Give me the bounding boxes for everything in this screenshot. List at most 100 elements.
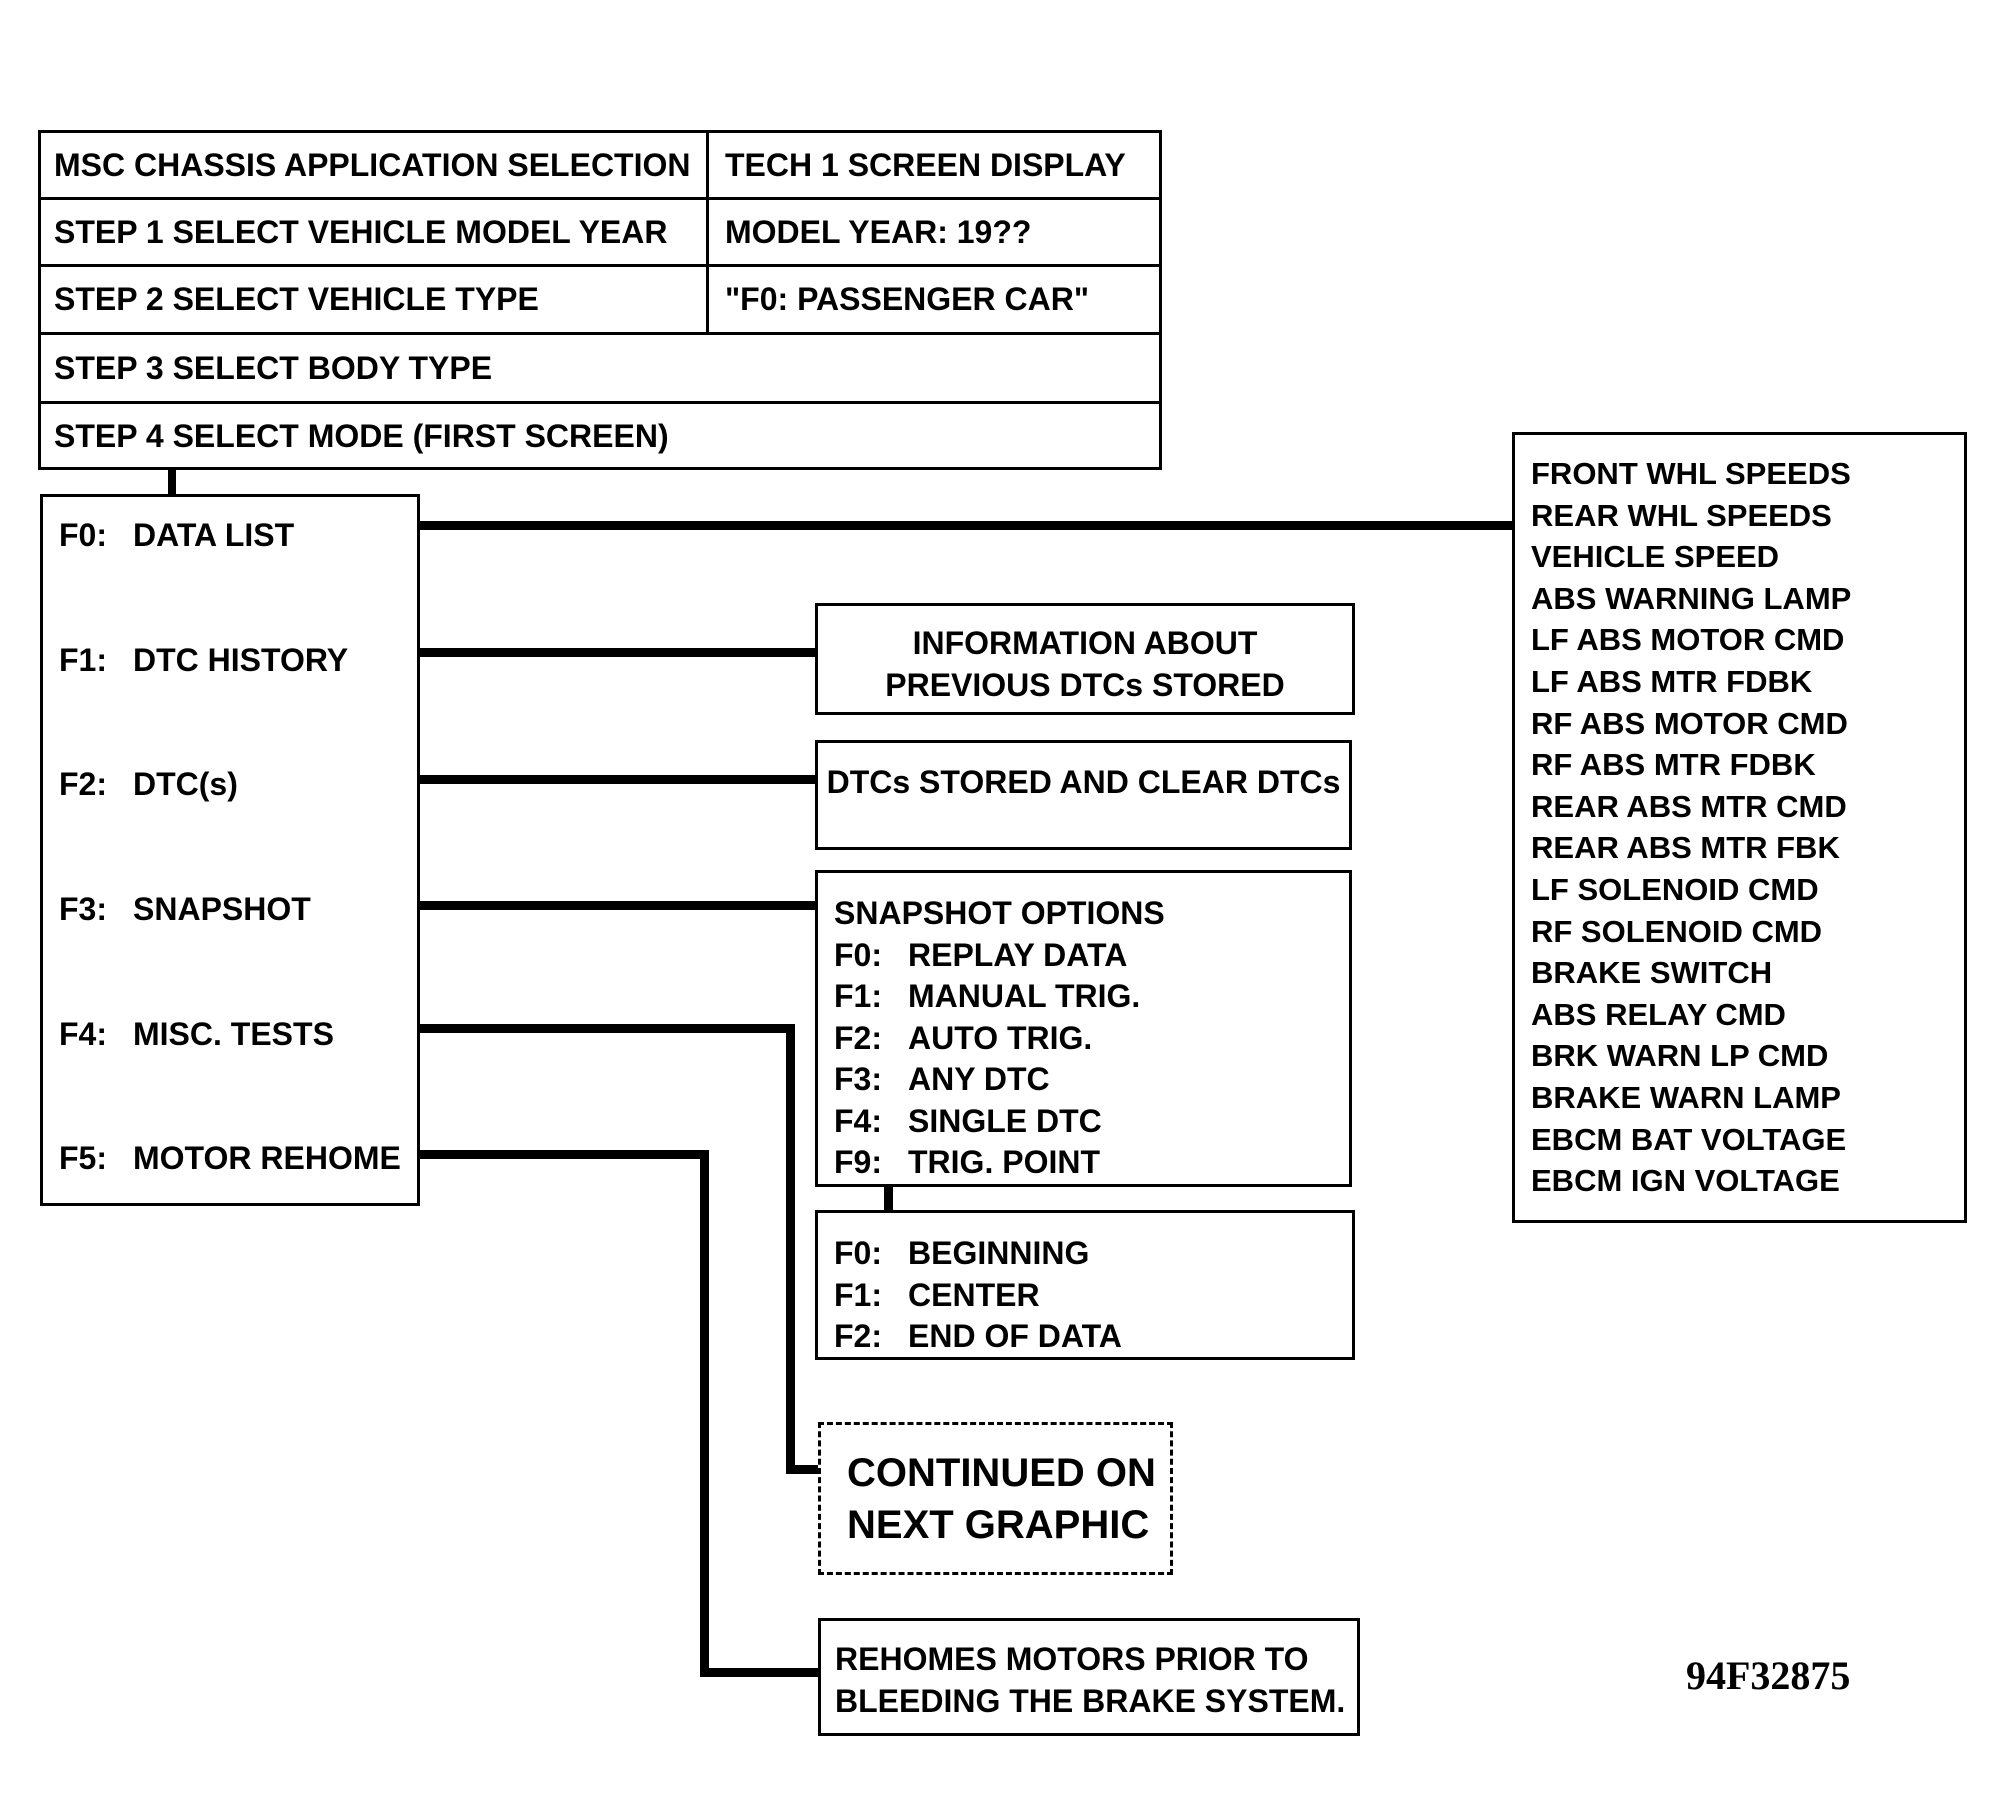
menu-label: DTC(s) xyxy=(133,766,238,802)
option-key: F1: xyxy=(834,978,882,1014)
header-table xyxy=(38,130,1162,470)
data-list-item: EBCM IGN VOLTAGE xyxy=(1531,1163,1840,1199)
option-label: BEGINNING xyxy=(908,1235,1090,1271)
header-divider-3 xyxy=(38,332,1162,335)
option-label: CENTER xyxy=(908,1276,1040,1313)
connector-rehome-h2 xyxy=(700,1668,818,1677)
rehome-info-line1: REHOMES MOTORS PRIOR TO xyxy=(835,1641,1309,1677)
snapshot-option: F3: ANY DTC xyxy=(834,1059,1349,1101)
menu-label: DTC HISTORY xyxy=(133,642,349,678)
dtc-history-info-line2: PREVIOUS DTCs STORED xyxy=(885,667,1285,703)
rehome-info-line2: BLEEDING THE BRAKE SYSTEM. xyxy=(835,1682,1346,1719)
connector-rehome-h1 xyxy=(420,1150,709,1159)
data-list-item: REAR WHL SPEEDS xyxy=(1531,497,1832,533)
trig-point-option: F2: END OF DATA xyxy=(834,1316,1352,1358)
data-list-item: RF ABS MTR FDBK xyxy=(1531,747,1816,783)
menu-key: F5: xyxy=(59,1140,107,1176)
option-label: END OF DATA xyxy=(908,1318,1122,1354)
header-divider-4 xyxy=(38,401,1162,404)
step1-label: STEP 1 SELECT VEHICLE MODEL YEAR xyxy=(54,213,668,250)
data-list-item: BRAKE WARN LAMP xyxy=(1531,1079,1841,1115)
connector-dtc-history xyxy=(420,648,815,657)
data-list-item: VEHICLE SPEED xyxy=(1531,539,1780,575)
connector-snapshot xyxy=(420,901,815,910)
data-list-item: REAR ABS MTR FBK xyxy=(1531,830,1840,866)
option-label: ANY DTC xyxy=(908,1061,1050,1097)
rehome-info-box: REHOMES MOTORS PRIOR TO BLEEDING THE BRA… xyxy=(818,1618,1360,1736)
dtc-history-info-line1: INFORMATION ABOUT xyxy=(912,625,1258,661)
menu-label: SNAPSHOT xyxy=(133,891,311,927)
snapshot-option: F9:TRIG. POINT xyxy=(834,1142,1349,1184)
menu-item-misc-tests: F4: MISC. TESTS xyxy=(59,1016,334,1053)
option-key: F1: xyxy=(834,1276,882,1313)
snapshot-option: F0: REPLAY DATA xyxy=(834,935,1349,977)
connector-misc-v xyxy=(786,1024,795,1474)
continued-line1: CONTINUED ON xyxy=(847,1451,1156,1495)
option-label: TRIG. POINT xyxy=(908,1144,1100,1180)
data-list-item: BRK WARN LP CMD xyxy=(1531,1038,1829,1074)
step4-label: STEP 4 SELECT MODE (FIRST SCREEN) xyxy=(54,417,669,454)
connector-header-menu xyxy=(168,468,176,496)
header-divider-2 xyxy=(38,264,1162,267)
figure-id: 94F32875 xyxy=(1686,1653,1851,1698)
data-list-item: LF ABS MTR FDBK xyxy=(1531,663,1813,699)
option-key: F2: xyxy=(834,1318,882,1354)
data-list-item: RF ABS MOTOR CMD xyxy=(1531,705,1848,741)
menu-item-motor-rehome: F5:MOTOR REHOME xyxy=(59,1140,401,1177)
connector-misc-h2 xyxy=(786,1465,818,1474)
option-label: MANUAL TRIG. xyxy=(908,978,1141,1014)
data-list-items: FRONT WHL SPEEDS REAR WHL SPEEDS VEHICLE S… xyxy=(1531,453,1964,1202)
trig-point-option: F1: CENTER xyxy=(834,1275,1352,1317)
snapshot-option: F2: AUTO TRIG. xyxy=(834,1018,1349,1060)
trig-point-option: F0: BEGINNING xyxy=(834,1233,1352,1275)
connector-dtcs xyxy=(420,775,815,784)
option-label: AUTO TRIG. xyxy=(908,1019,1093,1056)
connector-rehome-v xyxy=(700,1150,709,1677)
data-list-item: EBCM BAT VOLTAGE xyxy=(1531,1121,1847,1157)
header-title: MSC CHASSIS APPLICATION SELECTION xyxy=(54,146,691,183)
option-label: SINGLE DTC xyxy=(908,1102,1102,1139)
mode-menu: F0: DATA LIST F1:DTC HISTORY F2: DTC(s) F3… xyxy=(40,494,420,1206)
data-list-item: ABS RELAY CMD xyxy=(1531,996,1786,1032)
snapshot-option: F1: MANUAL TRIG. xyxy=(834,976,1349,1018)
data-list-item: LF SOLENOID CMD xyxy=(1531,871,1819,907)
continued-box: CONTINUED ON NEXT GRAPHIC xyxy=(818,1422,1173,1575)
header-display-title: TECH 1 SCREEN DISPLAY xyxy=(725,146,1126,183)
menu-key: F3: xyxy=(59,891,107,927)
menu-label: DATA LIST xyxy=(133,517,295,553)
data-list-box: FRONT WHL SPEEDS REAR WHL SPEEDS VEHICLE S… xyxy=(1512,432,1967,1223)
trig-point-box: F0: BEGINNING F1: CENTER F2: END OF DATA xyxy=(815,1210,1355,1360)
connector-misc-h1 xyxy=(420,1024,794,1033)
snapshot-options-box: SNAPSHOT OPTIONS F0: REPLAY DATA F1: MANUA… xyxy=(815,870,1352,1187)
header-column-divider xyxy=(706,130,709,335)
data-list-item: FRONT WHL SPEEDS xyxy=(1531,456,1851,491)
dtc-info-text: DTCs STORED AND CLEAR DTCs xyxy=(826,764,1341,800)
menu-item-data-list: F0: DATA LIST xyxy=(59,517,294,554)
menu-item-dtc-history: F1:DTC HISTORY xyxy=(59,642,348,679)
data-list-item: ABS WARNING LAMP xyxy=(1531,580,1852,616)
step2-label: STEP 2 SELECT VEHICLE TYPE xyxy=(54,281,539,317)
continued-line2: NEXT GRAPHIC xyxy=(847,1503,1150,1547)
menu-item-dtcs: F2: DTC(s) xyxy=(59,766,238,803)
connector-data-list xyxy=(420,521,1512,530)
menu-label: MISC. TESTS xyxy=(133,1016,334,1052)
menu-key: F4: xyxy=(59,1016,107,1052)
menu-key: F0: xyxy=(59,517,107,553)
option-key: F0: xyxy=(834,1235,882,1271)
step1-display: MODEL YEAR: 19?? xyxy=(725,213,1032,250)
option-label: REPLAY DATA xyxy=(908,936,1128,973)
header-divider-1 xyxy=(38,197,1162,200)
option-key: F2: xyxy=(834,1019,882,1056)
option-key: F3: xyxy=(834,1061,882,1097)
step3-label: STEP 3 SELECT BODY TYPE xyxy=(54,349,493,386)
connector-trig-point xyxy=(884,1185,893,1213)
data-list-item: LF ABS MOTOR CMD xyxy=(1531,622,1845,658)
option-key: F0: xyxy=(834,936,882,973)
dtc-info-box: DTCs STORED AND CLEAR DTCs xyxy=(815,740,1352,850)
data-list-item: RF SOLENOID CMD xyxy=(1531,913,1823,949)
dtc-history-info-box: INFORMATION ABOUT PREVIOUS DTCs STORED xyxy=(815,603,1355,715)
menu-key: F2: xyxy=(59,766,107,802)
snapshot-title: SNAPSHOT OPTIONS xyxy=(834,895,1165,931)
snapshot-option: F4:SINGLE DTC xyxy=(834,1101,1349,1143)
step2-display: "F0: PASSENGER CAR" xyxy=(725,281,1090,317)
